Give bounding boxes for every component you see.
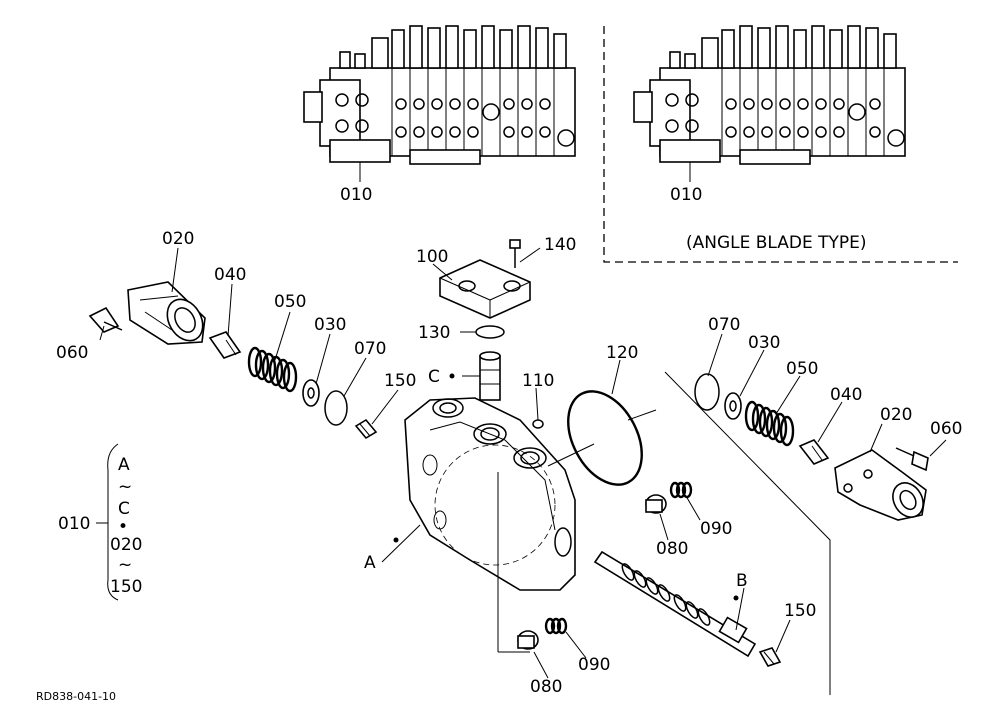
label-A: A (364, 553, 376, 573)
label-080-upper: 080 (656, 539, 688, 559)
label-010-right: 010 (670, 185, 702, 205)
bracket-line-2: ~ (118, 477, 132, 497)
label-110: 110 (522, 371, 554, 391)
part-A-valve-body (404, 397, 576, 591)
drawing-number: RD838-041-10 (36, 690, 116, 703)
label-050-right: 050 (786, 359, 818, 379)
part-070-oring-right (694, 373, 720, 411)
part-100-cover (439, 259, 531, 319)
part-B-spool (593, 550, 757, 658)
part-090-spring-lower (544, 617, 568, 635)
label-090-upper: 090 (700, 519, 732, 539)
label-angle-blade-type: (ANGLE BLADE TYPE) (686, 233, 867, 253)
leader-lines (99, 247, 947, 679)
part-030-washer-right (724, 392, 742, 420)
part-C-valve (479, 351, 501, 401)
label-070-right: 070 (708, 315, 740, 335)
label-010-left: 010 (340, 185, 372, 205)
label-150-right: 150 (784, 601, 816, 621)
label-020-right: 020 (880, 405, 912, 425)
label-060-right: 060 (930, 419, 962, 439)
bracket-line-4: • (118, 517, 128, 537)
part-150-plug-left (354, 418, 378, 440)
part-120-oring-large (567, 390, 643, 486)
label-130: 130 (418, 323, 450, 343)
part-060-bolt-left (88, 306, 123, 333)
part-070-oring-left (324, 390, 348, 426)
bracket-label-010: 010 (58, 514, 90, 534)
label-140: 140 (544, 235, 576, 255)
part-040-plug-left (208, 331, 242, 359)
part-130-oring (475, 325, 505, 339)
part-060-bolt-right (895, 447, 929, 472)
part-050-spring-left (247, 346, 298, 393)
part-030-washer-left (302, 379, 320, 407)
part-040-plug-right (798, 439, 830, 465)
control-valve-assembly-left (303, 25, 576, 182)
part-080-poppet-upper (645, 494, 667, 514)
angle-blade-separator (603, 26, 958, 263)
label-060-left: 060 (56, 343, 88, 363)
bracket-line-3: C (118, 499, 130, 519)
label-050-left: 050 (274, 292, 306, 312)
part-140-bolt (509, 239, 521, 268)
label-100: 100 (416, 247, 448, 267)
control-valve-assembly-right (633, 25, 906, 182)
label-150-left: 150 (384, 371, 416, 391)
label-040-left: 040 (214, 265, 246, 285)
label-120: 120 (606, 343, 638, 363)
label-040-right: 040 (830, 385, 862, 405)
part-090-spring-upper (669, 481, 693, 499)
label-030-right: 030 (748, 333, 780, 353)
label-C: C (428, 367, 440, 387)
label-030-left: 030 (314, 315, 346, 335)
label-090-lower: 090 (578, 655, 610, 675)
bracket-line-6: ~ (118, 555, 132, 575)
label-B: B (736, 571, 748, 591)
label-020-left: 020 (162, 229, 194, 249)
part-050-spring-right (744, 400, 795, 447)
assembly-bracket (96, 443, 119, 601)
part-080-poppet-lower (517, 630, 539, 650)
bracket-line-1: A (118, 455, 130, 475)
part-110-oring (532, 419, 544, 429)
part-020-cap-right (834, 449, 927, 521)
part-150-plug-right (758, 647, 782, 667)
bracket-line-5: 020 (110, 535, 142, 555)
label-080-lower: 080 (530, 677, 562, 697)
label-070-left: 070 (354, 339, 386, 359)
part-020-cap-left (127, 281, 206, 345)
bracket-line-7: 150 (110, 577, 142, 597)
